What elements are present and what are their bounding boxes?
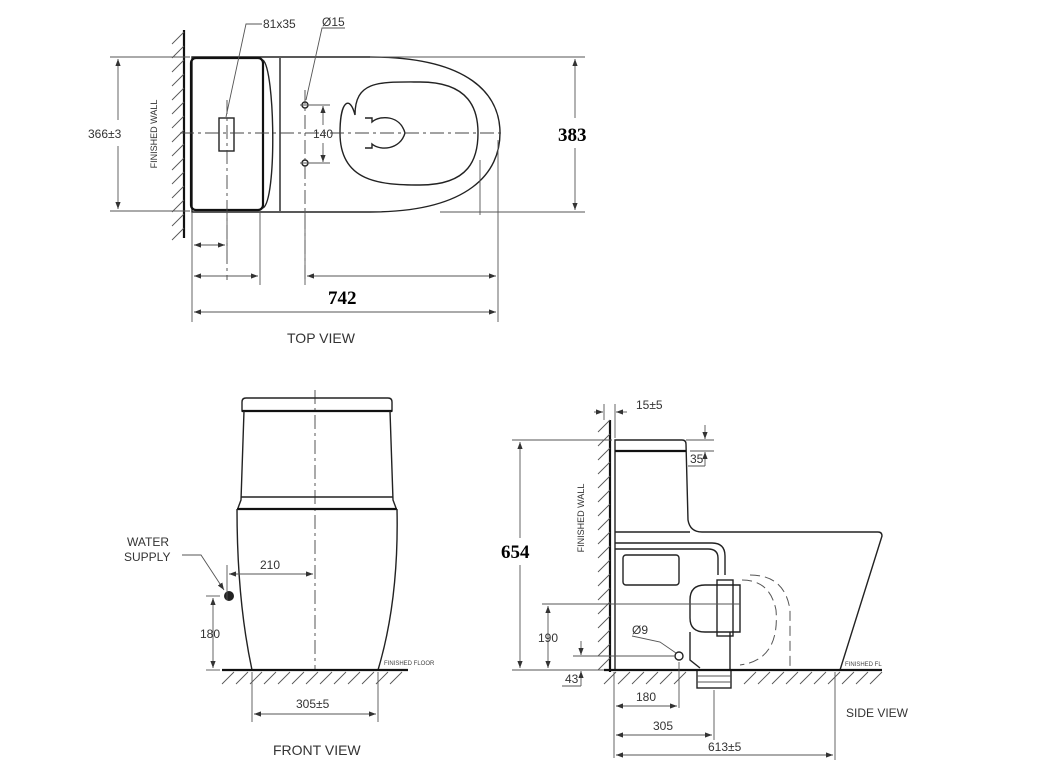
dim-outlet: 81x35	[263, 17, 296, 31]
dim-overall-length: 742	[328, 288, 357, 309]
dim-supply-hole: Ø9	[632, 623, 648, 637]
dim-supply-height-side: 190	[538, 631, 558, 645]
front-floor-label: FINISHED FLOOR	[384, 661, 435, 667]
dim-supply-base: 43	[565, 672, 579, 686]
seat-opening	[339, 81, 479, 186]
dim-lid-thickness: 35	[690, 452, 704, 466]
water-supply-label-2: SUPPLY	[124, 550, 170, 564]
tank-lid	[241, 397, 393, 412]
outlet-rect	[218, 117, 235, 152]
top-view: FINISHED WALL 81x35 Ø15 140 36	[88, 15, 587, 346]
dim-overall-height: 654	[501, 542, 530, 563]
dim-overall-length-side: 613±5	[708, 740, 742, 754]
water-supply-icon	[224, 591, 234, 601]
dim-wall-gap: 15±5	[636, 398, 663, 412]
side-floor-label: FINISHED FL	[845, 662, 882, 668]
top-wall-label: FINISHED WALL	[149, 100, 159, 169]
dim-bolt-hole: Ø15	[322, 15, 345, 29]
side-body-outline	[614, 439, 883, 671]
dim-supply-distance: 180	[636, 690, 656, 704]
dim-supply-height: 180	[200, 627, 220, 641]
top-view-title: TOP VIEW	[287, 330, 356, 346]
water-supply-label-1: WATER	[127, 535, 169, 549]
side-view: FINISHED WALL Ø9 FI	[501, 398, 909, 760]
dim-overall-width: 383	[558, 125, 587, 146]
side-wall-label: FINISHED WALL	[576, 484, 586, 553]
wall-hatch	[171, 31, 185, 241]
front-view-title: FRONT VIEW	[273, 742, 361, 758]
front-view: FINISHED FLOOR WATER SUPPLY 210 180 305±…	[124, 390, 435, 758]
dim-bolt-spacing: 140	[313, 127, 333, 141]
dim-rough-in: 305	[653, 719, 673, 733]
body-left-edge	[236, 508, 253, 671]
supply-hole-icon	[674, 651, 684, 661]
side-view-title: SIDE VIEW	[846, 706, 909, 720]
dim-base-width: 305±5	[296, 697, 330, 711]
outlet-spigot	[696, 669, 732, 689]
bowl-outline	[191, 56, 501, 213]
body-right-edge	[377, 508, 398, 671]
tank-valve	[622, 554, 680, 586]
dim-supply-offset: 210	[260, 558, 280, 572]
dim-tank-width: 366±3	[88, 127, 122, 141]
